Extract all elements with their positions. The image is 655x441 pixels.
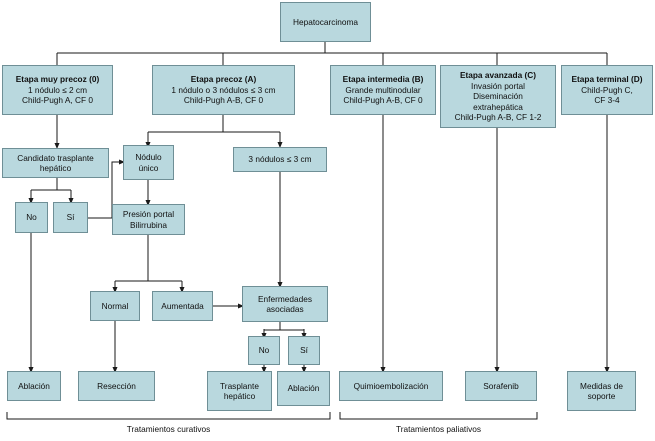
- node-treatment-resection[interactable]: Resección: [78, 371, 155, 401]
- stage-detail-2: Child-Pugh A-B, CF 0: [183, 95, 264, 106]
- stage-detail-2: CF 3-4: [594, 95, 620, 106]
- node-label: Resección: [97, 380, 136, 391]
- node-label: Ablación: [287, 383, 320, 394]
- stage-detail-2: Child-Pugh A, CF 0: [21, 95, 94, 106]
- node-label: Sí: [66, 212, 75, 223]
- node-diseases-no[interactable]: No: [248, 336, 280, 365]
- node-treatment-liver-transplant[interactable]: Trasplante hepático: [207, 371, 272, 411]
- node-treatment-chemoembolization[interactable]: Quimioembolización: [339, 371, 443, 401]
- stage-detail-2: Diseminación: [473, 91, 523, 102]
- node-label-line-1: Candidato trasplante: [17, 152, 94, 163]
- node-label: Quimioembolización: [353, 380, 429, 391]
- stage-title: Etapa precoz (A): [190, 74, 257, 85]
- node-label-line-2: único: [138, 162, 159, 173]
- bracket-label-palliative: Tratamientos paliativos: [395, 424, 481, 434]
- stage-title: Etapa intermedia (B): [342, 74, 424, 85]
- node-label: Aumentada: [161, 300, 204, 311]
- node-label-line-1: Medidas de: [580, 380, 623, 391]
- node-pressure-increased[interactable]: Aumentada: [152, 291, 213, 321]
- stage-title: Etapa muy precoz (0): [15, 74, 100, 85]
- stage-detail-4: Child-Pugh A-B, CF 1-2: [454, 112, 542, 123]
- node-three-nodules[interactable]: 3 nódulos ≤ 3 cm: [233, 147, 327, 172]
- node-label: No: [258, 345, 270, 356]
- node-label-line-1: Nódulo: [135, 152, 162, 163]
- node-associated-diseases[interactable]: Enfermedades asociadas: [242, 286, 328, 322]
- node-stage-terminal[interactable]: Etapa terminal (D) Child-Pugh C, CF 3-4: [561, 65, 653, 115]
- node-candidate-yes[interactable]: Sí: [53, 202, 88, 233]
- stage-detail-1: Invasión portal: [471, 80, 525, 91]
- node-stage-advanced[interactable]: Etapa avanzada (C) Invasión portal Disem…: [440, 65, 556, 128]
- node-label: Sorafenib: [483, 380, 519, 391]
- node-treatment-ablation-left[interactable]: Ablación: [7, 371, 61, 401]
- node-label: Normal: [101, 300, 129, 311]
- stage-detail-1: 1 nódulo o 3 nódulos ≤ 3 cm: [171, 84, 276, 95]
- node-pressure-normal[interactable]: Normal: [90, 291, 140, 321]
- node-stage-intermediate[interactable]: Etapa intermedia (B) Grande multinodular…: [330, 65, 436, 115]
- node-candidate-transplant[interactable]: Candidato trasplante hepático: [2, 148, 109, 178]
- node-label-line-1: Presión portal: [122, 209, 175, 220]
- node-label: No: [26, 212, 37, 223]
- node-treatment-supportive-care[interactable]: Medidas de soporte: [567, 371, 636, 411]
- node-label-line-1: Enfermedades: [258, 293, 312, 304]
- stage-title: Etapa avanzada (C): [459, 70, 537, 81]
- stage-detail-1: 1 nódulo ≤ 2 cm: [28, 84, 87, 95]
- stage-detail-1: Grande multinodular: [345, 84, 421, 95]
- node-candidate-no[interactable]: No: [15, 202, 48, 233]
- node-label-line-1: Trasplante: [220, 380, 259, 391]
- stage-detail-3: extrahepática: [473, 101, 523, 112]
- node-label: 3 nódulos ≤ 3 cm: [248, 154, 312, 165]
- node-treatment-ablation-right[interactable]: Ablación: [277, 371, 330, 406]
- node-portal-pressure[interactable]: Presión portal Bilirrubina: [112, 204, 185, 235]
- node-label-line-2: hepático: [39, 163, 72, 173]
- node-diseases-yes[interactable]: Sí: [288, 336, 320, 365]
- node-single-nodule[interactable]: Nódulo único: [123, 145, 174, 180]
- node-label-line-2: soporte: [587, 391, 616, 401]
- node-treatment-sorafenib[interactable]: Sorafenib: [465, 371, 537, 401]
- node-label: Ablación: [18, 380, 50, 391]
- node-label: Hepatocarcinoma: [292, 16, 359, 27]
- stage-detail-2: Child-Pugh A-B, CF 0: [343, 95, 423, 106]
- stage-detail-1: Child-Pugh C,: [581, 84, 633, 95]
- node-label-line-2: hepático: [223, 391, 256, 401]
- node-label-line-2: Bilirrubina: [130, 219, 167, 230]
- bracket-label-curative: Tratamientos curativos: [126, 424, 211, 434]
- node-label: Sí: [300, 345, 308, 356]
- node-stage-very-early[interactable]: Etapa muy precoz (0) 1 nódulo ≤ 2 cm Chi…: [2, 65, 113, 115]
- node-label-line-2: asociadas: [266, 304, 304, 314]
- node-stage-early[interactable]: Etapa precoz (A) 1 nódulo o 3 nódulos ≤ …: [152, 65, 295, 115]
- node-hepatocarcinoma[interactable]: Hepatocarcinoma: [280, 2, 371, 42]
- stage-title: Etapa terminal (D): [571, 74, 643, 85]
